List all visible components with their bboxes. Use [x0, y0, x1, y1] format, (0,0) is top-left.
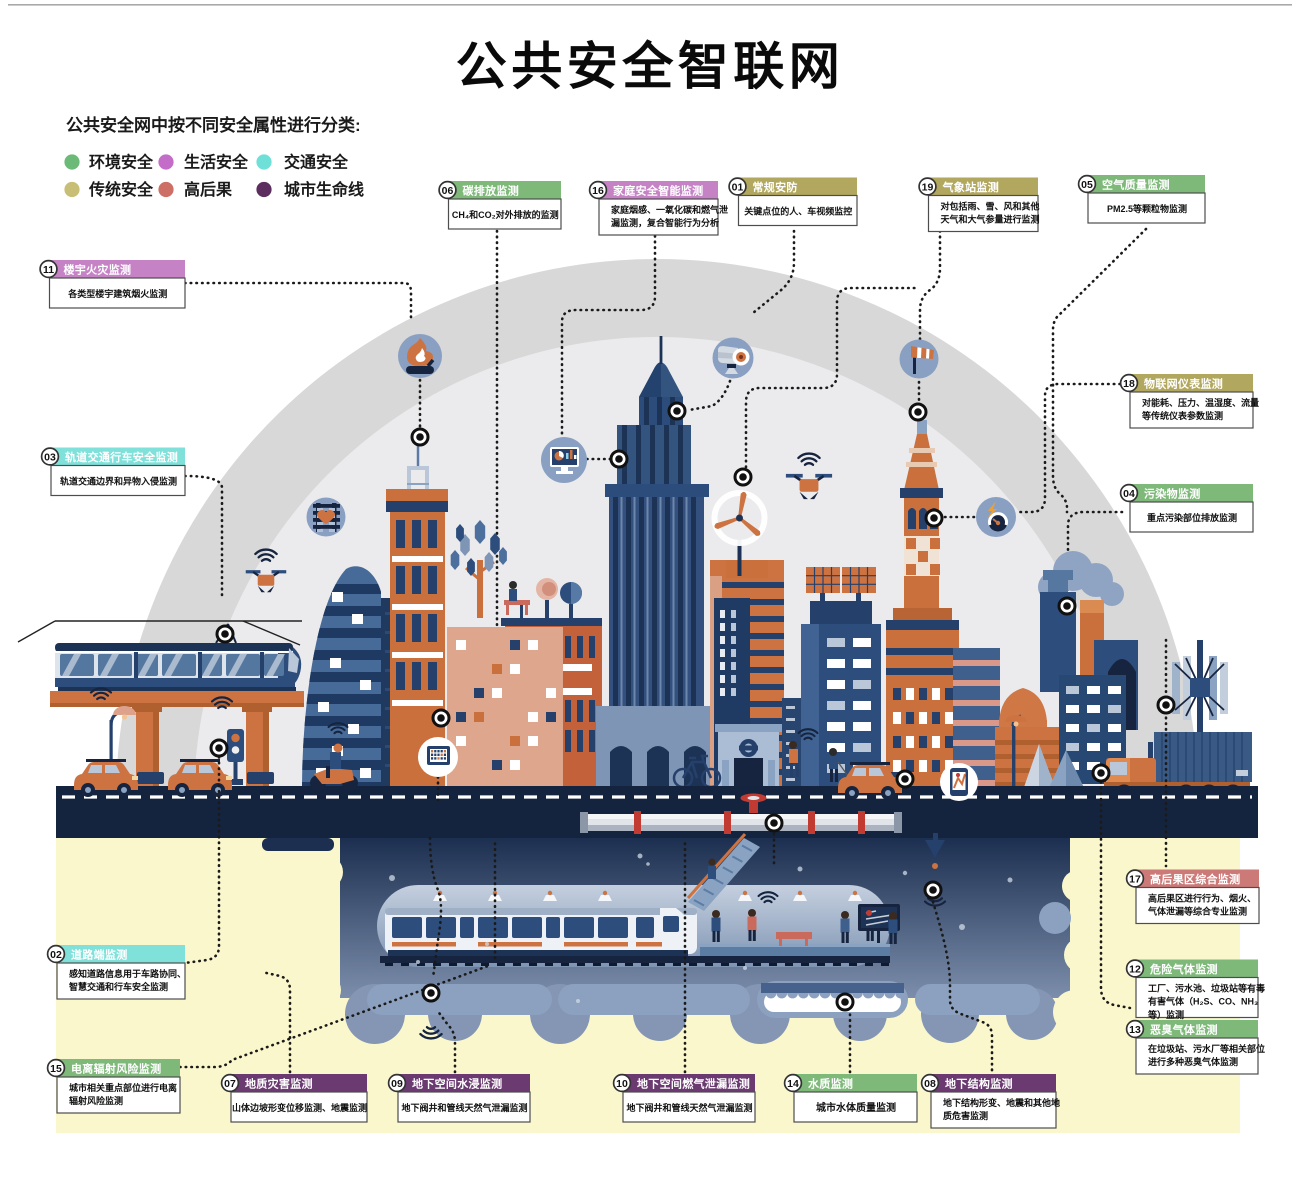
svg-text:进行多种恶臭气体监测: 进行多种恶臭气体监测 — [1148, 1056, 1238, 1067]
svg-text:轨道交通边界和异物入侵监测: 轨道交通边界和异物入侵监测 — [60, 476, 177, 487]
svg-text:道路端监测: 道路端监测 — [71, 948, 128, 962]
svg-text:轨道交通行车安全监测: 轨道交通行车安全监测 — [65, 450, 178, 464]
svg-text:天气和大气参量进行监测: 天气和大气参量进行监测 — [941, 214, 1040, 225]
svg-text:等传统仪表参数监测: 等传统仪表参数监测 — [1141, 410, 1223, 421]
svg-text:地下空间水浸监测: 地下空间水浸监测 — [412, 1077, 502, 1091]
svg-text:质危害监测: 质危害监测 — [943, 1110, 988, 1121]
svg-text:对能耗、压力、温湿度、流量: 对能耗、压力、温湿度、流量 — [1142, 397, 1259, 408]
svg-text:10: 10 — [616, 1078, 628, 1090]
svg-text:污染物监测: 污染物监测 — [1144, 487, 1201, 501]
svg-text:地质灾害监测: 地质灾害监测 — [245, 1077, 313, 1091]
svg-text:07: 07 — [224, 1078, 236, 1090]
svg-text:生活安全: 生活安全 — [184, 153, 249, 172]
svg-text:等）监测: 等）监测 — [1147, 1009, 1184, 1020]
svg-text:城市相关重点部位进行电离: 城市相关重点部位进行电离 — [69, 1082, 177, 1093]
svg-text:重点污染部位排放监测: 重点污染部位排放监测 — [1147, 512, 1237, 523]
svg-text:地下结构形变、地震和其他地: 地下结构形变、地震和其他地 — [943, 1097, 1060, 1108]
svg-text:家庭安全智能监测: 家庭安全智能监测 — [613, 184, 703, 198]
svg-text:漏监测，复合智能行为分析: 漏监测，复合智能行为分析 — [611, 217, 719, 228]
svg-text:13: 13 — [1129, 1024, 1141, 1036]
svg-text:12: 12 — [1129, 963, 1141, 975]
svg-text:楼宇火灾监测: 楼宇火灾监测 — [64, 263, 132, 277]
svg-text:智慧交通和行车安全监测: 智慧交通和行车安全监测 — [69, 981, 168, 992]
svg-text:17: 17 — [1129, 873, 1141, 885]
svg-text:家庭烟感、一氧化碳和燃气泄: 家庭烟感、一氧化碳和燃气泄 — [611, 204, 728, 215]
svg-text:辐射风险监测: 辐射风险监测 — [69, 1095, 123, 1106]
svg-text:感知道路信息用于车路协同、: 感知道路信息用于车路协同、 — [69, 968, 186, 979]
svg-text:有害气体（H₂S、CO、NH₃: 有害气体（H₂S、CO、NH₃ — [1148, 996, 1258, 1007]
svg-text:物联网仪表监测: 物联网仪表监测 — [1144, 377, 1223, 391]
svg-text:关键点位的人、车视频监控: 关键点位的人、车视频监控 — [744, 206, 852, 217]
svg-text:14: 14 — [787, 1078, 799, 1090]
svg-text:03: 03 — [44, 451, 56, 463]
svg-text:在垃圾站、污水厂等相关部位: 在垃圾站、污水厂等相关部位 — [1148, 1043, 1265, 1054]
svg-text:15: 15 — [50, 1063, 62, 1075]
svg-text:各类型楼宇建筑烟火监测: 各类型楼宇建筑烟火监测 — [67, 288, 167, 299]
svg-text:工厂、污水池、垃圾站等有毒: 工厂、污水池、垃圾站等有毒 — [1148, 983, 1265, 994]
svg-text:18: 18 — [1123, 378, 1135, 390]
svg-text:城市生命线: 城市生命线 — [284, 180, 364, 199]
svg-text:05: 05 — [1081, 179, 1093, 191]
svg-text:19: 19 — [922, 181, 934, 193]
svg-text:碳排放监测: 碳排放监测 — [463, 184, 520, 198]
svg-text:06: 06 — [442, 185, 454, 197]
svg-text:气体泄漏等综合专业监测: 气体泄漏等综合专业监测 — [1147, 906, 1247, 917]
svg-text:交通安全: 交通安全 — [284, 153, 349, 172]
svg-text:对包括雨、雪、风和其他: 对包括雨、雪、风和其他 — [941, 201, 1040, 212]
svg-text:高后果区综合监测: 高后果区综合监测 — [1150, 872, 1240, 886]
svg-text:公共安全智联网: 公共安全智联网 — [456, 38, 845, 95]
svg-text:地下阀井和管线天然气泄漏监测: 地下阀井和管线天然气泄漏监测 — [401, 1102, 527, 1113]
svg-text:16: 16 — [592, 185, 604, 197]
svg-text:常规安防: 常规安防 — [753, 180, 798, 194]
svg-text:高后果区进行行为、烟火、: 高后果区进行行为、烟火、 — [1148, 893, 1256, 904]
svg-text:09: 09 — [391, 1078, 403, 1090]
svg-text:传统安全: 传统安全 — [88, 180, 154, 199]
svg-text:气象站监测: 气象站监测 — [942, 180, 1000, 194]
svg-text:02: 02 — [50, 949, 62, 961]
svg-text:01: 01 — [732, 181, 744, 193]
svg-text:恶臭气体监测: 恶臭气体监测 — [1150, 1023, 1218, 1037]
svg-text:公共安全网中按不同安全属性进行分类:: 公共安全网中按不同安全属性进行分类: — [66, 115, 361, 135]
svg-text:水质监测: 水质监测 — [808, 1077, 853, 1091]
svg-text:危险气体监测: 危险气体监测 — [1149, 962, 1218, 976]
svg-text:电离辐射风险监测: 电离辐射风险监测 — [71, 1062, 161, 1076]
svg-text:地下结构监测: 地下结构监测 — [945, 1077, 1013, 1091]
svg-text:PM2.5等颗粒物监测: PM2.5等颗粒物监测 — [1107, 203, 1187, 214]
svg-text:地下阀井和管线天然气泄漏监测: 地下阀井和管线天然气泄漏监测 — [626, 1102, 752, 1113]
svg-text:地下空间燃气泄漏监测: 地下空间燃气泄漏监测 — [637, 1077, 750, 1091]
svg-text:11: 11 — [43, 264, 54, 276]
svg-text:CH₄和CO₂对外排放的监测: CH₄和CO₂对外排放的监测 — [452, 209, 559, 220]
svg-text:高后果: 高后果 — [184, 180, 232, 199]
svg-text:08: 08 — [924, 1078, 936, 1090]
svg-text:城市水体质量监测: 城市水体质量监测 — [816, 1101, 896, 1114]
svg-text:空气质量监测: 空气质量监测 — [1102, 178, 1170, 192]
svg-text:04: 04 — [1123, 488, 1135, 500]
svg-text:山体边坡形变位移监测、地震监测: 山体边坡形变位移监测、地震监测 — [232, 1102, 367, 1113]
svg-text:环境安全: 环境安全 — [89, 153, 154, 172]
